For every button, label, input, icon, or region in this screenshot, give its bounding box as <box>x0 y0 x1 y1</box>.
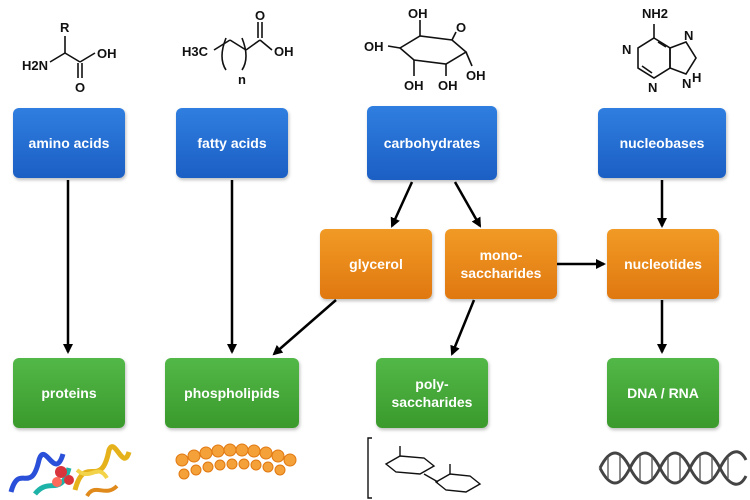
amino-o-label: O <box>75 80 85 95</box>
node-dna-rna: DNA / RNA <box>607 358 719 428</box>
dna-helix-image <box>598 450 748 486</box>
adenine-n-3: N <box>684 28 693 43</box>
arrow-monosaccharides-to-polysaccharides <box>450 299 476 356</box>
adenine-n-2: N <box>648 80 657 94</box>
glucose-o-label: O <box>456 20 466 35</box>
node-proteins: proteins <box>13 358 125 428</box>
node-glycerol: glycerol <box>320 229 432 299</box>
glucose-structure: OH OH OH OH OH O <box>364 6 486 93</box>
fatty-oh-label: OH <box>274 44 294 59</box>
node-carbohydrates: carbohydrates <box>367 106 497 180</box>
amino-nh2-label: H2N <box>22 58 48 73</box>
fatty-o-label: O <box>255 8 265 23</box>
adenine-h-label: H <box>692 70 701 85</box>
node-amino-acids: amino acids <box>13 108 125 178</box>
adenine-nh2-label: NH2 <box>642 6 668 21</box>
glucose-oh-3: OH <box>404 78 424 93</box>
fatty-acid-structure: H3C n OH O <box>182 8 294 87</box>
adenine-n-4: N <box>682 76 691 91</box>
glucose-oh-2: OH <box>364 39 384 54</box>
polysaccharide-structure <box>367 437 482 499</box>
amino-r-label: R <box>60 20 70 35</box>
fatty-n-label: n <box>238 72 246 87</box>
node-nucleotides: nucleotides <box>607 229 719 299</box>
glucose-oh-1: OH <box>408 6 428 21</box>
amino-oh-label: OH <box>97 46 117 61</box>
protein-ribbon-image <box>8 444 132 498</box>
glucose-oh-5: OH <box>466 68 486 83</box>
arrow-carbohydrates-to-glycerol <box>390 181 414 228</box>
node-nucleobases: nucleobases <box>598 108 726 178</box>
node-monosaccharides: mono- saccharides <box>445 229 557 299</box>
amino-acid-structure: R H2N OH O <box>22 20 117 95</box>
glucose-oh-4: OH <box>438 78 458 93</box>
arrow-carbohydrates-to-monosaccharides <box>453 181 482 228</box>
node-polysaccharides: poly- saccharides <box>376 358 488 428</box>
fatty-ch3-label: H3C <box>182 44 209 59</box>
node-fatty-acids: fatty acids <box>176 108 288 178</box>
arrow-glycerol-to-phospholipids <box>272 299 337 356</box>
adenine-n-1: N <box>622 42 631 57</box>
lipid-arc-image <box>175 443 297 480</box>
adenine-structure: NH2 N N N N H <box>622 6 701 94</box>
node-phospholipids: phospholipids <box>165 358 299 428</box>
